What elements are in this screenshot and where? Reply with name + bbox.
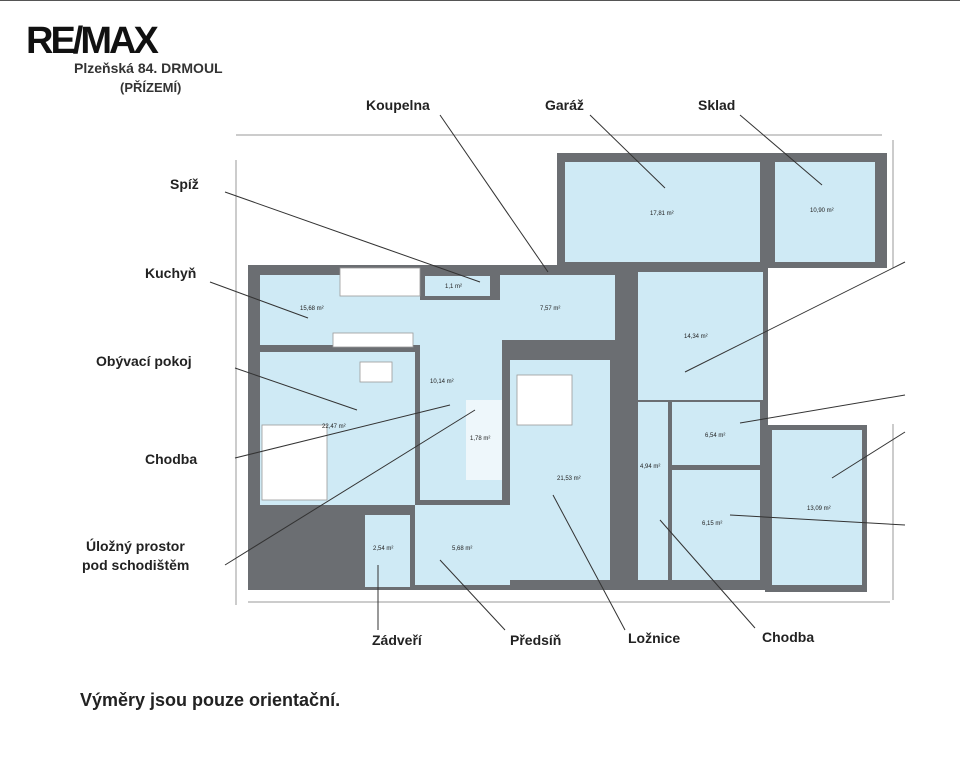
label-sklad: Sklad [698,97,736,113]
area-pokoj2: 6,15 m² [702,521,722,527]
label-garaz: Garáž [545,97,584,113]
area-predsin: 5,68 m² [452,546,472,552]
disclaimer-note: Výměry jsou pouze orientační. [80,690,341,710]
room-pokoj3 [772,430,862,585]
area-spiz: 1,1 m² [445,284,462,290]
rooms [260,162,875,587]
area-zadveri: 2,54 m² [373,546,393,552]
area-pokoj3: 13,09 m² [807,506,831,512]
area-garaz: 17,81 m² [650,211,674,217]
callout-lines [209,114,906,631]
area-pokoj1: 6,54 m² [705,433,725,439]
room-schody [466,400,502,480]
area-loznice: 21,53 m² [557,476,581,482]
label-loznice: Ložnice [628,630,681,646]
label-zadveri: Zádveří [372,632,422,648]
area-schody: 1,78 m² [470,436,490,442]
label-chodba: Chodba [145,451,198,467]
area-koupelna: 7,57 m² [540,306,560,312]
area-sklad: 10,90 m² [810,208,834,214]
room-garaz [565,162,760,262]
room-koupelna [500,275,615,340]
top-border [0,0,960,1]
area-kuchyn: 15,68 m² [300,306,324,312]
room-pokoj2 [672,470,760,580]
label-ulozny-prostor: Úložný prostor [86,538,185,554]
room-pokoj1 [672,402,760,465]
area-hala: 14,34 m² [684,334,708,340]
room-chodba2 [638,402,668,580]
label-spiz: Spíž [170,176,199,192]
room-sklad [775,162,875,262]
room-predsin [415,505,510,585]
room-zadveri [365,515,410,587]
label-predsin: Předsíň [510,632,562,648]
label-pod-schodistem: pod schodištěm [82,557,190,573]
label-koupelna: Koupelna [366,97,430,113]
remax-logo: RE/MAX [26,20,159,62]
area-obyvaci: 22,47 m² [322,424,346,430]
label-obyvaci-pokoj: Obývací pokoj [96,353,192,369]
address-title: Plzeňská 84. DRMOUL [74,60,223,76]
floor-title: (PŘÍZEMÍ) [120,80,182,95]
room-spiz [425,276,490,296]
label-kuchyn: Kuchyň [145,265,197,281]
label-chodba-bottom: Chodba [762,629,815,645]
room-hala [638,272,763,400]
area-chodba2: 4,94 m² [640,464,660,470]
area-chodba: 10,14 m² [430,379,454,385]
